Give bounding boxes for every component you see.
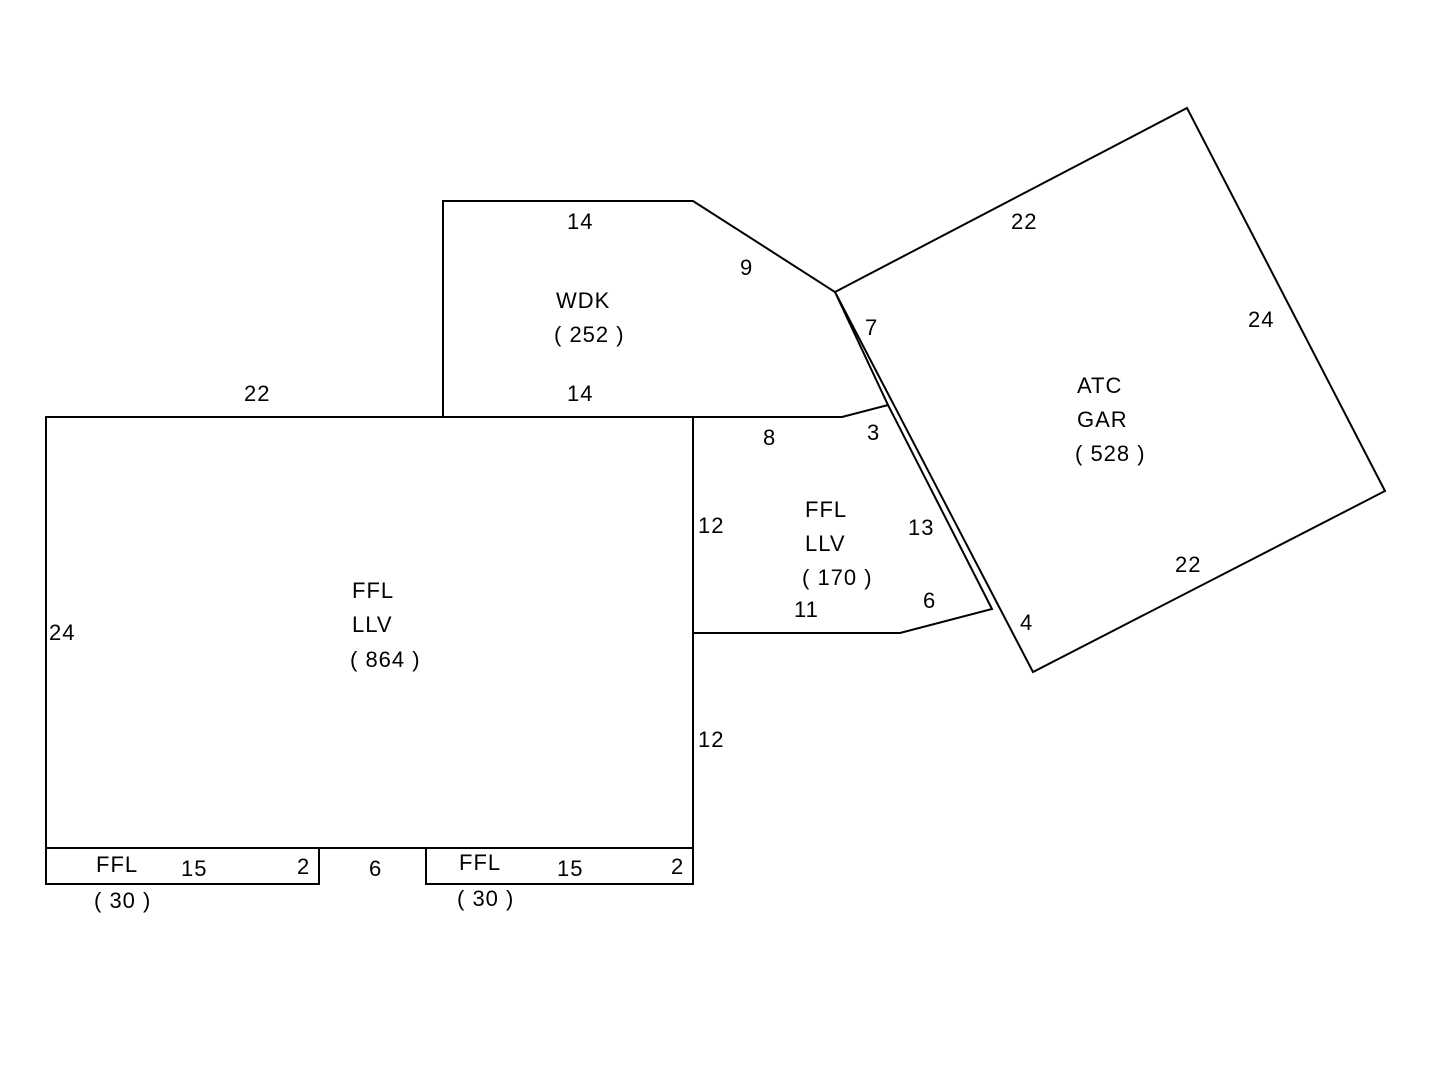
right-strip-area-code: FFL (459, 850, 501, 875)
right-strip-outline (425, 847, 694, 885)
main-area-code-1: FFL (352, 578, 394, 603)
dim-main-top-left: 22 (244, 381, 270, 406)
garage-area-code-2: GAR (1077, 407, 1128, 432)
dim-main-right-lower: 12 (698, 727, 724, 752)
main-area-code-2: LLV (352, 612, 393, 637)
small-area-size: ( 170 ) (802, 565, 873, 590)
dim-small-bevel-top: 3 (867, 420, 880, 445)
left-strip-area-code: FFL (96, 852, 138, 877)
dim-garage-right: 24 (1248, 307, 1274, 332)
dim-strip-left-length: 15 (181, 856, 207, 881)
left-strip-outline (45, 847, 320, 885)
dim-strip-left-depth: 2 (297, 854, 310, 879)
garage-area-code-1: ATC (1077, 373, 1122, 398)
dim-strip-right-depth: 2 (671, 854, 684, 879)
main-area-size: ( 864 ) (350, 647, 421, 672)
dim-garage-bottom: 22 (1175, 552, 1201, 577)
dim-garage-left-lower: 4 (1020, 610, 1033, 635)
deck-area-code: WDK (556, 288, 610, 313)
dim-main-right-upper: 12 (698, 513, 724, 538)
garage-area-size: ( 528 ) (1075, 441, 1146, 466)
wood-deck-outline (442, 200, 889, 417)
dim-garage-top: 22 (1011, 209, 1037, 234)
small-living-addition-outline (693, 403, 994, 634)
dim-small-bottom: 11 (794, 597, 819, 622)
dim-deck-diagonal: 9 (740, 255, 753, 280)
dim-strip-right-length: 15 (557, 856, 583, 881)
deck-area-size: ( 252 ) (554, 322, 625, 347)
dim-deck-top: 14 (567, 209, 593, 234)
dim-small-side: 13 (908, 515, 934, 540)
left-strip-area-size: ( 30 ) (94, 888, 151, 913)
dim-strip-gap: 6 (369, 856, 382, 881)
small-area-code-1: FFL (805, 497, 847, 522)
small-area-code-2: LLV (805, 531, 846, 556)
dim-main-top-right: 14 (567, 381, 593, 406)
right-strip-area-size: ( 30 ) (457, 886, 514, 911)
dim-small-bevel-bottom: 6 (923, 588, 936, 613)
garage-outline (833, 106, 1387, 674)
dim-small-top: 8 (763, 425, 776, 450)
dim-garage-left-upper: 7 (865, 315, 878, 340)
dim-main-left: 24 (49, 620, 75, 645)
